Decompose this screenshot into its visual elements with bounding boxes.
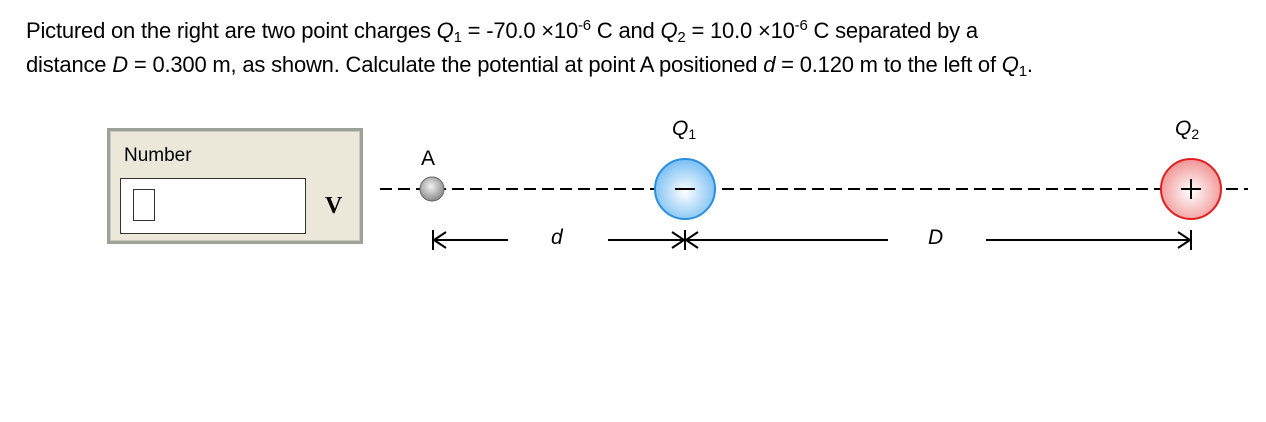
d-dimension-arrow [432, 230, 686, 250]
q1-label-symbol: Q [672, 117, 689, 140]
input-cursor-box [133, 189, 155, 221]
q2-label-symbol: Q [1175, 117, 1192, 140]
q1-symbol: Q [436, 18, 454, 43]
answer-panel: Number V [107, 128, 363, 244]
d-symbol: d [763, 52, 776, 77]
q2-unit: C separated by a [807, 18, 979, 43]
answer-label: Number [124, 145, 192, 166]
q1-unit: C and [590, 18, 661, 43]
q1-sub: 1 [453, 29, 462, 46]
q2-sub: 2 [677, 29, 686, 46]
d-label-text: d [551, 226, 563, 249]
D-label: D [928, 226, 943, 250]
punctuation: . [1026, 52, 1033, 77]
point-a-icon [419, 176, 445, 202]
q2-label: Q2 [1175, 117, 1199, 141]
q1-symbol: Q [1001, 52, 1019, 77]
answer-input[interactable] [120, 178, 306, 234]
q2-exponent: -6 [794, 17, 808, 34]
q1-exponent: -6 [578, 17, 591, 34]
point-a-label: A [421, 147, 436, 170]
q2-value: = 10.0 ×10 [685, 18, 795, 43]
q1-label: Q1 [672, 117, 696, 141]
problem-statement: Pictured on the right are two point char… [26, 14, 1246, 82]
q1-sub: 1 [1018, 63, 1027, 80]
q1-label-sub: 1 [688, 126, 697, 142]
q1-value: = -70.0 ×10 [461, 18, 579, 43]
d-value: = 0.120 m to the left of [775, 52, 1002, 77]
D-label-text: D [928, 226, 944, 249]
D-dimension-arrow [684, 230, 1192, 250]
q2-label-sub: 2 [1191, 126, 1200, 142]
q2-symbol: Q [660, 18, 678, 43]
d-label: d [551, 226, 563, 250]
D-symbol: D [112, 52, 128, 77]
problem-text: Pictured on the right are two point char… [26, 18, 437, 43]
D-value: = 0.300 m, as shown. Calculate the poten… [127, 52, 764, 77]
unit-label: V [325, 193, 343, 219]
problem-text: distance [26, 52, 113, 77]
